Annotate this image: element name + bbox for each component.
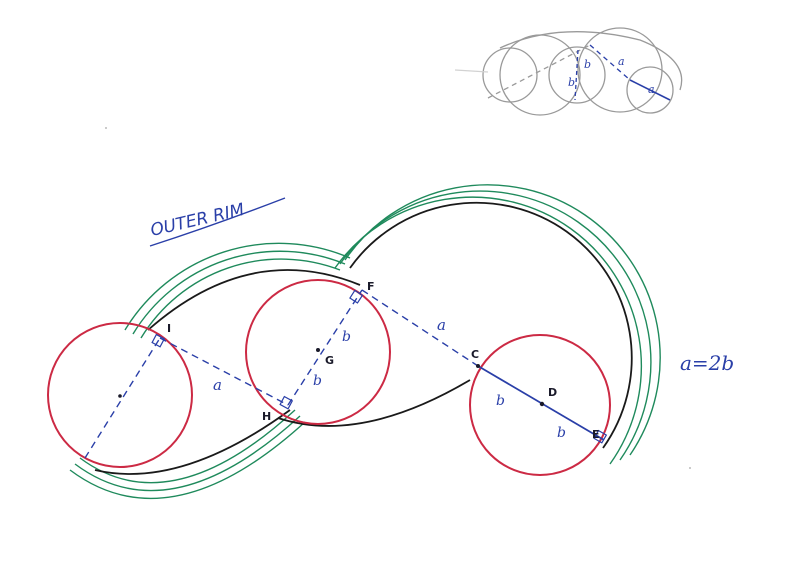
thumb-circle-inner [548,46,606,104]
center-mark-G [316,348,320,352]
thumb-vertical-dash [574,49,579,101]
thumb-label-a2: a [648,83,655,96]
construction-lines [84,289,605,459]
center-mark-left [118,394,122,398]
red-circles [47,279,611,476]
right-angle-markers [151,289,608,444]
rim-band-bottom-3 [69,421,306,499]
thumb-label-b1: b [584,58,591,71]
rim-top-left-arc [147,269,361,331]
dashed-H-F [287,289,363,406]
thumbnail-sketch [454,27,683,116]
right-angle-E [593,429,608,444]
stray-dot-top [105,127,107,129]
point-label-G: G [325,354,334,367]
dashed-left-diameter [84,337,161,459]
center-marks [118,348,545,407]
thumb-circle-mid [499,34,581,116]
title-underline [149,197,286,247]
thumb-label-b2: b [568,76,575,89]
point-label-C: C [471,348,479,361]
thumb-circle-left [482,47,538,103]
dashed-F-C [361,289,479,367]
thumb-label-a1: a [618,55,625,68]
point-label-D: D [548,386,557,399]
dim-label-b-de: b [557,425,566,441]
rim-band-left-3 [140,258,341,339]
point-label-E: E [592,428,600,441]
thumb-solid-axis [629,79,671,101]
equation-a-equals-2b: a=2b [680,351,734,375]
rim-band-left-2 [132,250,346,335]
rim-band-right-2 [339,190,652,461]
right-angle-H [279,395,294,410]
dim-label-b-cd: b [496,393,505,409]
rim-middle-arc [277,379,471,427]
thumb-arc-outer [499,31,683,91]
right-angle-I [151,333,166,348]
center-mark-D [539,401,545,407]
point-label-H: H [262,410,271,423]
rim-outlines [94,201,633,475]
dim-label-b-g2: b [313,373,322,389]
right-angle-F [349,289,364,304]
title-outer-rim: OUTER RIM [149,200,247,241]
point-label-F: F [367,280,375,293]
thumb-circle-small [626,66,674,114]
rim-big-right-arc [349,201,633,449]
rim-band-right-1 [344,184,661,456]
rim-band-right-3 [334,196,643,465]
rim-bottom-left-arc [94,409,291,475]
point-label-I: I [167,322,171,335]
rim-band-bottom-2 [74,415,301,492]
circle-right [469,334,611,476]
dim-label-a-left: a [213,376,222,394]
dim-label-a-mid: a [437,316,446,334]
center-mark-C [476,364,480,368]
dim-label-b-g1: b [342,329,351,345]
thumb-faint-line [454,69,489,73]
dashed-I-H [159,337,289,406]
rim-band-left-1 [124,242,351,331]
circle-left [47,322,193,468]
stray-dot-bottom [689,467,691,469]
circle-middle [245,279,391,425]
thumb-dashed-line [487,44,591,99]
